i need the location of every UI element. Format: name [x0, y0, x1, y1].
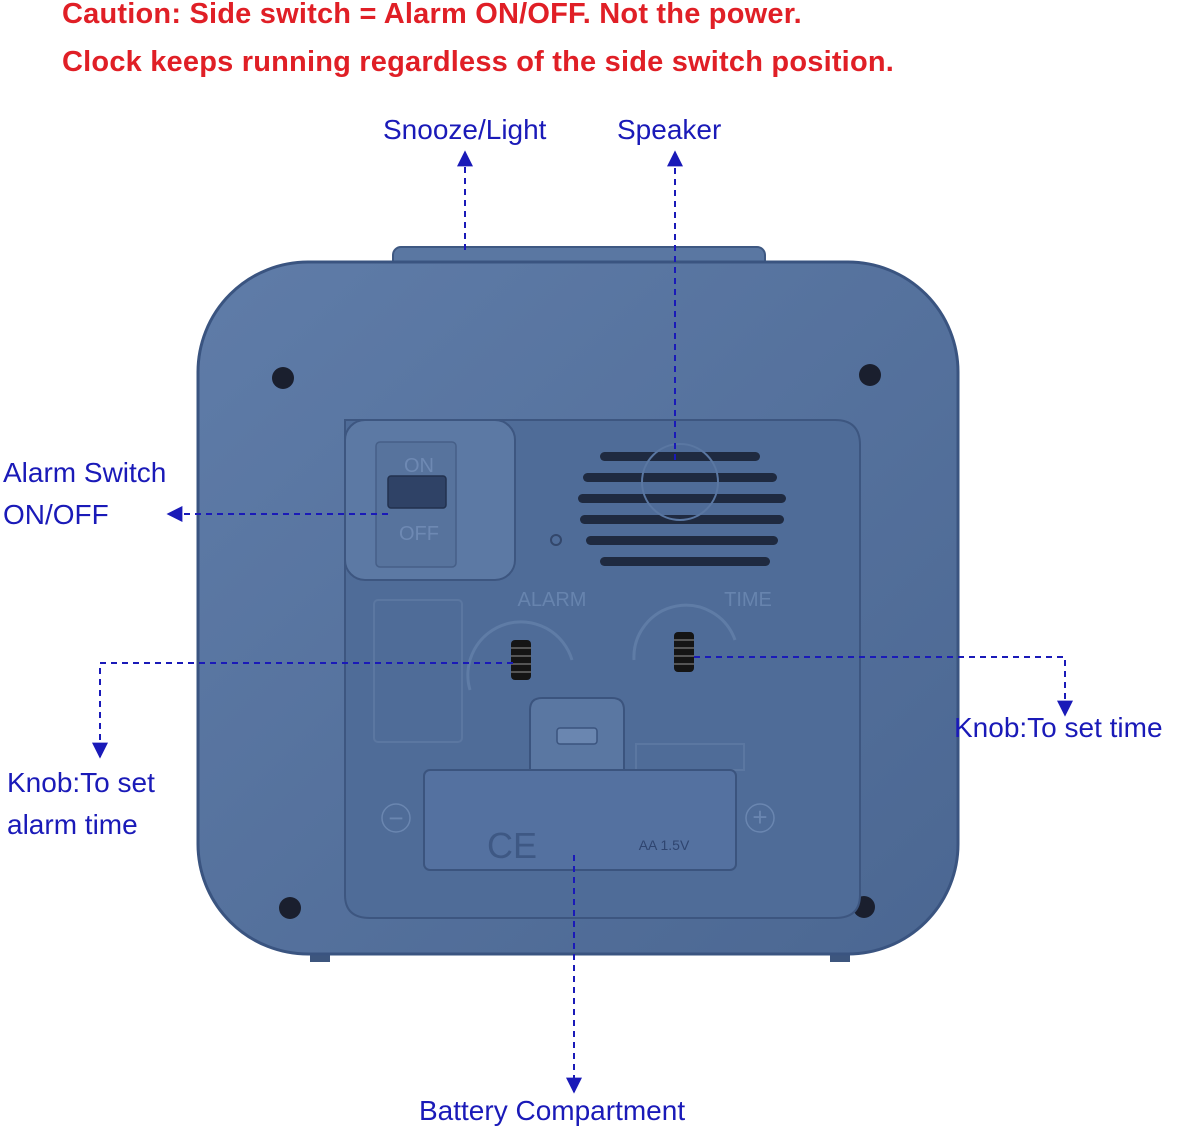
- time-knob-label: Knob:To set time: [954, 712, 1163, 743]
- alarm-knob-boss: [466, 620, 574, 691]
- snooze-light-label: Snooze/Light: [383, 114, 547, 145]
- time-knob-boss: [632, 603, 737, 661]
- speaker-label: Speaker: [617, 114, 722, 145]
- switch-off-marking: OFF: [399, 523, 439, 545]
- switch-on-marking: ON: [404, 455, 434, 477]
- battery-spec-marking: AA 1.5V: [639, 837, 690, 853]
- battery-cover[interactable]: [423, 769, 737, 871]
- plus-ring: [745, 803, 775, 833]
- screw-hole-top-left: [272, 367, 294, 389]
- alarm-switch-label-line-2: ON/OFF: [3, 499, 109, 530]
- speaker-grille: [578, 452, 786, 566]
- minus-ring: [381, 803, 411, 833]
- small-screw: [550, 534, 562, 546]
- plus-marking: +: [752, 802, 767, 832]
- alarm-switch-label-line-1: Alarm Switch: [3, 457, 167, 488]
- time-knob-leader: [694, 656, 1073, 717]
- alarm-knob-label-line-2: alarm time: [7, 809, 138, 840]
- alarm-switch-slider[interactable]: [387, 475, 447, 509]
- stand-tab: [556, 727, 598, 745]
- screw-hole-bottom-left: [279, 897, 301, 919]
- minus-marking: −: [388, 803, 403, 833]
- alarm-marking: ALARM: [518, 589, 587, 611]
- alarm-knob-leader: [92, 662, 513, 759]
- ce-marking: CE: [487, 825, 537, 866]
- time-marking: TIME: [724, 589, 772, 611]
- screw-hole-top-right: [859, 364, 881, 386]
- battery-compartment-label: Battery Compartment: [419, 1095, 686, 1126]
- speaker-center-ring: [641, 443, 719, 521]
- time-knob[interactable]: [674, 632, 694, 672]
- alarm-knob[interactable]: [511, 640, 531, 680]
- caution-line-1: Caution: Side switch = Alarm ON/OFF. Not…: [62, 0, 802, 30]
- panel-label-recess: [373, 599, 463, 743]
- caution-line-2: Clock keeps running regardless of the si…: [62, 46, 895, 78]
- alarm-knob-label-line-1: Knob:To set: [7, 767, 155, 798]
